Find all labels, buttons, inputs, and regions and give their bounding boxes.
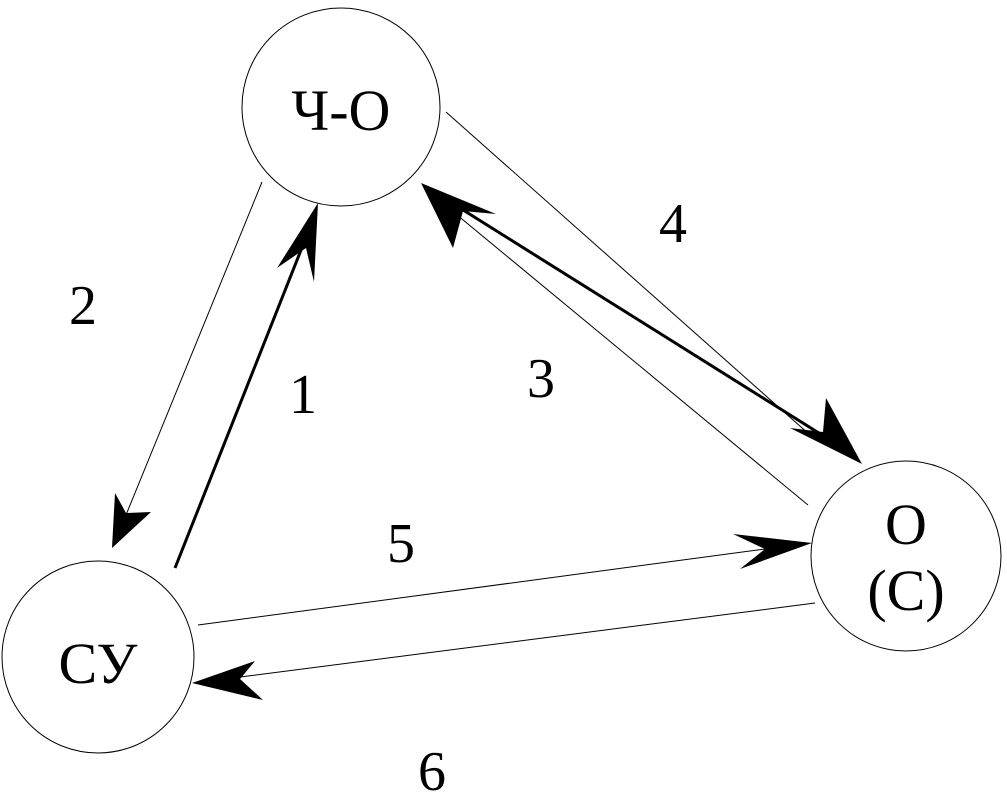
edge-3 [421,183,809,506]
edge-4-arrowhead [790,398,862,464]
edge-6-line [239,602,816,678]
edge-2 [112,181,263,548]
node-cho-circle [241,7,441,207]
node-cho-label: Ч-О [292,78,391,143]
node-cho: Ч-О [241,7,441,207]
edge-2-label: 2 [69,275,97,337]
edge-6 [192,602,816,700]
edge-4-line [435,191,831,442]
node-su-label: СУ [59,631,139,696]
node-o: О (С) [810,460,1002,652]
node-o-circle [810,460,1002,652]
edge-1-line [173,239,307,569]
edge-2-line [125,181,263,516]
edge-1 [173,203,318,569]
edge-5-arrowhead [733,534,812,569]
node-o-label-line2: (С) [867,558,944,623]
node-su: СУ [1,560,195,754]
edge-6-label: 6 [418,741,446,803]
edge-3-arrowhead [421,183,496,248]
edge-5-line [197,548,766,626]
edge-3-line [444,204,809,506]
edge-5 [197,534,812,626]
edge-5-label: 5 [387,513,415,575]
edge-2-arrowhead [112,493,151,548]
edge-4-label: 4 [659,193,687,255]
edge-1-arrowhead [277,203,318,282]
edge-3-label: 3 [527,348,555,410]
edge-4 [435,111,862,464]
edge-6-arrowhead [192,661,263,700]
edge-4-outer-line [445,111,811,436]
node-o-label-line1: О [885,492,927,557]
node-su-circle [1,560,195,754]
edge-1-label: 1 [289,364,317,426]
